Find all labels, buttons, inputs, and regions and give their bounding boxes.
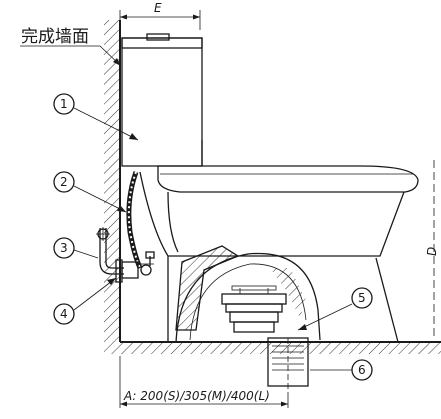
floor (104, 341, 441, 354)
callout-5: 5 (297, 287, 373, 331)
dimension-a: A: 200(S)/305(M)/400(L) (119, 356, 289, 408)
dimension-e-label: E (154, 1, 162, 15)
wall-label-group: 完成墙面 (20, 27, 122, 67)
callout-2: 2 (53, 171, 127, 213)
callout-1-number: 1 (60, 97, 68, 111)
callout-4-number: 4 (60, 307, 68, 321)
callout-6-number: 6 (358, 363, 366, 377)
toilet-tank (121, 33, 203, 167)
callout-5-number: 5 (358, 291, 366, 305)
angle-valve (96, 227, 155, 283)
outlet-flange (221, 285, 287, 333)
dimension-a-label: A: 200(S)/305(M)/400(L) (123, 389, 270, 403)
callout-2-number: 2 (60, 175, 68, 189)
callout-1: 1 (53, 93, 139, 141)
side-mark: D (425, 247, 439, 256)
drain-pipe (267, 337, 309, 392)
callout-4: 4 (53, 277, 117, 325)
dimension-e: E (119, 1, 201, 30)
supply-hose (126, 171, 143, 269)
toilet-bowl (139, 165, 419, 343)
callout-6: 6 (310, 359, 373, 381)
callout-3: 3 (53, 237, 99, 259)
wall-label: 完成墙面 (21, 27, 89, 47)
callout-3-number: 3 (60, 241, 68, 255)
right-centerline: D (425, 160, 439, 340)
finished-wall (104, 20, 121, 342)
